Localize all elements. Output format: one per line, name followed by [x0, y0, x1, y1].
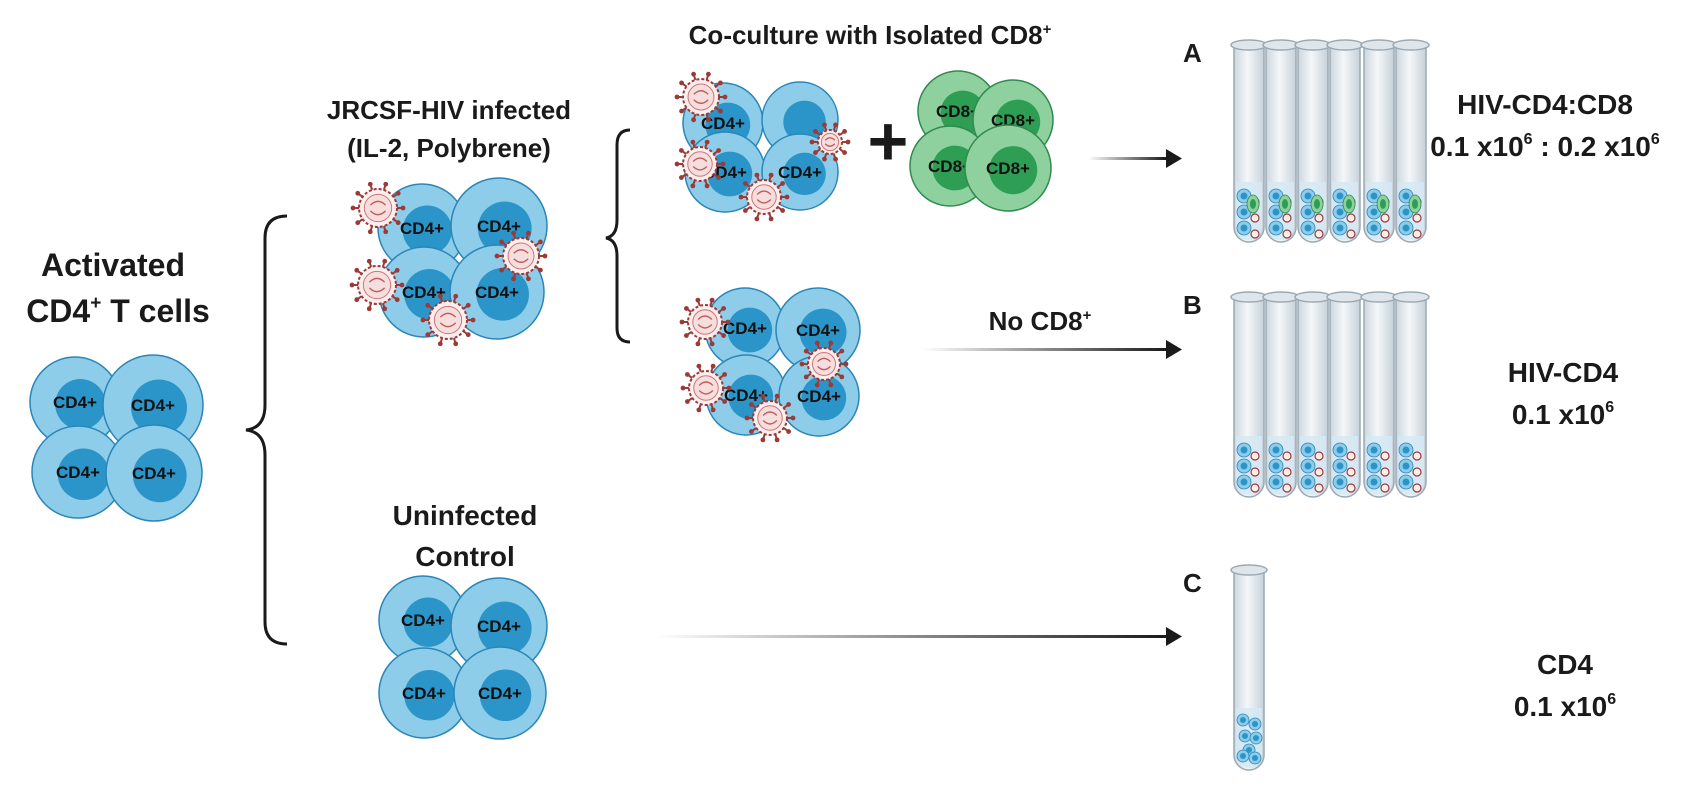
coculture-cd4-cluster: CD4+CD4+CD4+ — [674, 71, 851, 222]
test-tube — [1392, 39, 1430, 243]
tube-rack-b — [1230, 291, 1430, 498]
cell-label: CD4+ — [478, 684, 522, 703]
cell-label: CD4+ — [402, 684, 446, 703]
cell-label: CD4+ — [400, 219, 444, 238]
cell-label: CD4+ — [477, 217, 521, 236]
group-a-letter: A — [1183, 38, 1202, 68]
test-tube — [1230, 564, 1268, 771]
cd4-cell: CD4+ — [775, 287, 861, 373]
cd4-cell: CD4+ — [450, 577, 548, 675]
test-tube — [1262, 291, 1300, 498]
cell-label: CD4+ — [724, 386, 768, 405]
virus-icon — [809, 122, 851, 162]
cd4-cell: CD4+ — [377, 183, 467, 273]
uninfected-title-line2: Control — [415, 541, 515, 572]
group-c-letter: C — [1183, 568, 1202, 598]
cd8-cell: CD8+ — [964, 124, 1052, 212]
cell-label: CD8+ — [936, 102, 980, 121]
cd4-cell: CD4+ — [105, 424, 203, 522]
cd8-cluster: CD8+CD8+CD8+CD8+ — [909, 70, 1054, 212]
cell-label: CD4+ — [131, 396, 175, 415]
no-cd8-label: No CD8+ — [989, 306, 1092, 336]
cell-label: CD4+ — [723, 319, 767, 338]
virus-icon — [494, 230, 548, 282]
virus-icon — [349, 258, 405, 312]
cell-label: CD4+ — [53, 393, 97, 412]
virus-icon — [674, 139, 726, 189]
cd4-cell: CD4+ — [761, 133, 839, 211]
activated-cd4-cluster: CD4+ CD4+ CD4+ CD4+ — [29, 354, 204, 522]
test-tube — [1230, 291, 1268, 498]
test-tube — [1294, 39, 1332, 243]
cell-label: CD4+ — [701, 114, 745, 133]
test-tube — [1360, 39, 1398, 243]
infected-cd4-cluster: CD4+ CD4+ CD4+ CD4+ — [349, 177, 548, 347]
cells-layer: CD4+CD4+CD4+CD4+CD4+CD4+CD4+CD4+CD4+CD4+… — [29, 70, 1054, 740]
test-tube — [1230, 39, 1268, 243]
uninfected-cd4-cluster: CD4+ CD4+ CD4+ CD4+ — [378, 575, 548, 740]
cd4-cell: CD4+ — [453, 646, 547, 740]
cell-label: CD4+ — [778, 163, 822, 182]
virus-icon — [420, 293, 476, 347]
left-brace — [245, 214, 288, 646]
uninfected-title-line1: Uninfected — [393, 500, 538, 531]
tube-c — [1230, 564, 1268, 771]
middle-brace — [605, 128, 631, 344]
infected-title-line2: (IL-2, Polybrene) — [347, 133, 551, 163]
test-tube — [1326, 291, 1364, 498]
test-tube — [1326, 39, 1364, 243]
virus-icon — [744, 393, 796, 443]
arrow-to-b — [922, 340, 1182, 359]
group-c-count: 0.1 x106 — [1514, 691, 1616, 722]
test-tube — [1392, 291, 1430, 498]
tubes-layer — [1230, 39, 1430, 771]
test-tube — [1360, 291, 1398, 498]
cd4-cell: CD4+ — [29, 356, 121, 448]
cell-label: CD8+ — [928, 157, 972, 176]
group-b-letter: B — [1183, 290, 1202, 320]
virus-icon — [738, 172, 790, 222]
arrow-to-c — [655, 627, 1182, 646]
arrow-to-a — [1088, 149, 1182, 168]
plus-sign: + — [868, 102, 909, 180]
cell-label: CD4+ — [796, 321, 840, 340]
cell-label: CD4+ — [402, 283, 446, 302]
cell-label: CD4+ — [401, 611, 445, 630]
cell-label: CD4+ — [132, 464, 176, 483]
virus-icon — [799, 340, 849, 388]
cell-label: CD8+ — [986, 159, 1030, 178]
virus-icon — [680, 363, 732, 413]
tube-rack-a — [1230, 39, 1430, 243]
group-a-name: HIV-CD4:CD8 — [1457, 89, 1633, 120]
test-tube — [1262, 39, 1300, 243]
activated-title-line1: Activated — [41, 247, 185, 283]
group-b-count: 0.1 x106 — [1512, 399, 1614, 430]
virus-icon — [679, 297, 731, 347]
no-cd8-cd4-cluster: CD4+ CD4+ CD4+ CD4+ — [679, 287, 861, 443]
cd4-cell: CD4+ — [102, 354, 204, 456]
coculture-title: Co-culture with Isolated CD8+ — [689, 20, 1052, 50]
test-tube — [1294, 291, 1332, 498]
infected-title-line1: JRCSF-HIV infected — [327, 95, 571, 125]
virus-icon — [674, 71, 728, 123]
activated-title-line2: CD4+ T cells — [26, 293, 210, 329]
cd4-cell: CD4+ — [378, 647, 470, 739]
virus-icon — [350, 181, 406, 235]
group-c-name: CD4 — [1537, 649, 1593, 680]
cell-label: CD4+ — [797, 387, 841, 406]
group-a-counts: 0.1 x106 : 0.2 x106 — [1430, 131, 1660, 162]
cell-label: CD4+ — [477, 617, 521, 636]
group-b-name: HIV-CD4 — [1508, 357, 1619, 388]
cell-label: CD4+ — [475, 283, 519, 302]
cell-label: CD4+ — [56, 463, 100, 482]
cd4-cell: CD4+ — [31, 425, 125, 519]
